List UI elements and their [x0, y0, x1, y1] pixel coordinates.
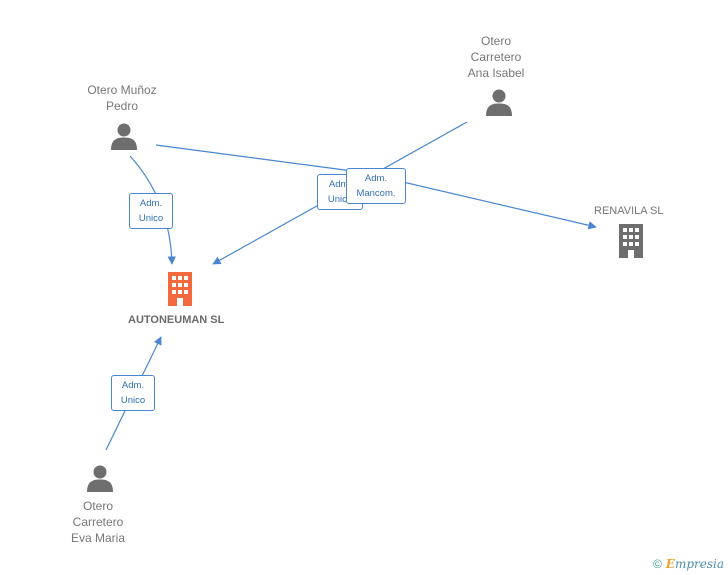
person-label-eva[interactable]: Otero Carretero Eva Maria: [70, 499, 126, 545]
edge-badge-pedro-autoneuman[interactable]: Adm. Unico: [129, 193, 173, 229]
brand-name: mpresia: [674, 557, 724, 571]
person-icon[interactable]: [86, 464, 114, 497]
person-icon[interactable]: [110, 122, 138, 155]
building-icon[interactable]: [616, 224, 646, 263]
building-icon[interactable]: [166, 272, 194, 311]
person-label-ana[interactable]: Otero Carretero Ana Isabel: [467, 34, 525, 80]
footer-credit: © Empresia: [653, 557, 724, 571]
person-label-pedro[interactable]: Otero Muñoz Pedro: [87, 83, 157, 113]
edge-badge-eva-autoneuman[interactable]: Adm. Unico: [111, 375, 155, 411]
brand-initial: E: [665, 557, 675, 571]
edge-badge-pedro-renavila[interactable]: Adm. Mancom.: [346, 168, 406, 204]
company-label-autoneuman[interactable]: AUTONEUMAN SL: [128, 314, 225, 326]
copyright-icon: ©: [652, 557, 662, 571]
person-icon[interactable]: [485, 88, 513, 121]
brand-logo[interactable]: Empresia: [666, 557, 724, 571]
company-label-renavila[interactable]: RENAVILA SL: [594, 205, 664, 217]
